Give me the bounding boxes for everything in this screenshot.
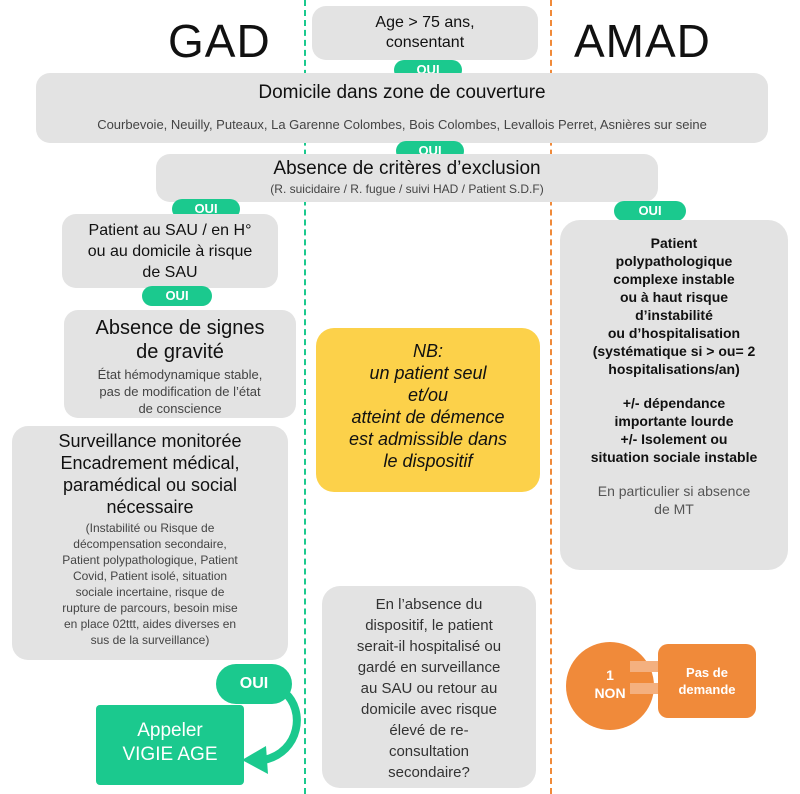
gravite-detail-3: de conscience: [138, 401, 222, 416]
question-line8: consultation: [388, 743, 470, 760]
amad-dependance-line1: +/- dépendance: [622, 395, 726, 411]
question-line4: gardé en surveillance: [357, 659, 501, 676]
patient-sau-box: Patient au SAU / en H° ou au domicile à …: [62, 214, 278, 288]
consent-line: consentant: [385, 34, 465, 51]
nb-box: NB: un patient seul et/ou atteint de dém…: [316, 328, 540, 492]
gravite-detail-2: pas de modification de l’état: [99, 384, 261, 399]
appeler-label: Appeler: [137, 720, 203, 741]
patient-sau-line1: Patient au SAU / en H°: [88, 222, 252, 239]
question-line9: secondaire?: [388, 764, 470, 781]
nb-line2: un patient seul: [369, 363, 487, 383]
amad-patient-line3: complexe instable: [613, 271, 735, 287]
age-line: Age > 75 ans,: [375, 14, 475, 31]
question-box: En l’absence du dispositif, le patient s…: [322, 586, 536, 788]
question-line7: élevé de re-: [389, 722, 469, 739]
gravite-title-line2: de gravité: [136, 341, 224, 363]
gad-title: GAD: [168, 15, 271, 67]
amad-patient-line4: ou à haut risque: [619, 289, 729, 305]
vigie-age-label: VIGIE AGE: [122, 744, 218, 765]
amad-dependance-line2: importante lourde: [614, 413, 734, 429]
non-label: NON: [594, 685, 626, 701]
age-consent-box: Age > 75 ans, consentant: [312, 6, 538, 60]
nb-line5: est admissible dans: [348, 429, 508, 449]
oui-badge-gad-2: OUI: [142, 286, 212, 306]
nb-line1: NB:: [412, 341, 443, 361]
pas-de-demande-box: Pas de demande: [658, 644, 756, 718]
domicile-box: Domicile dans zone de couverture Courbev…: [36, 73, 768, 143]
surveillance-detail-5: sociale incertaine, risque de: [75, 585, 225, 599]
patient-sau-line2: ou au domicile à risque: [87, 243, 253, 260]
amad-patient-line8: hospitalisations/an): [608, 361, 740, 377]
amad-separator-line: [550, 0, 552, 794]
surveillance-title-4: nécessaire: [106, 497, 194, 517]
gravite-detail-1: État hémodynamique stable,: [97, 367, 263, 382]
amad-dependance-line4: situation sociale instable: [590, 449, 758, 465]
appeler-vigie-age-button[interactable]: Appeler VIGIE AGE: [96, 705, 244, 785]
exclusion-box: Absence de critères d’exclusion (R. suic…: [156, 154, 658, 202]
domicile-cities: Courbevoie, Neuilly, Puteaux, La Garenne…: [97, 117, 707, 132]
patient-sau-line3: de SAU: [142, 264, 198, 281]
amad-patient-line2: polypathologique: [615, 253, 733, 269]
oui-badge-amad: OUI: [614, 201, 686, 221]
oui-badge-gad-final: OUI: [216, 664, 292, 704]
surveillance-detail-6: rupture de parcours, besoin mise: [62, 601, 238, 615]
domicile-title: Domicile dans zone de couverture: [258, 82, 546, 103]
amad-particulier-line1: En particulier si absence: [597, 483, 751, 499]
question-line5: au SAU ou retour au: [360, 680, 498, 697]
surveillance-detail-8: sus de la surveillance): [90, 633, 210, 647]
question-line3: serait-il hospitalisé ou: [356, 638, 502, 655]
amad-patient-line6: ou d’hospitalisation: [607, 325, 741, 341]
oui-badge-gad-final-label: OUI: [239, 675, 269, 692]
surveillance-detail-4: Covid, Patient isolé, situation: [72, 569, 228, 583]
surveillance-detail-3: Patient polypathologique, Patient: [62, 553, 238, 567]
amad-patient-line7: (systématique si > ou= 2: [592, 343, 756, 359]
surveillance-title-2: Encadrement médical,: [60, 453, 240, 473]
amad-particulier-line2: de MT: [654, 501, 694, 517]
question-line2: dispositif, le patient: [365, 617, 493, 634]
gravite-title-line1: Absence de signes: [95, 317, 265, 339]
surveillance-detail-2: décompensation secondaire,: [73, 537, 227, 551]
amad-title: AMAD: [574, 15, 711, 67]
question-line1: En l’absence du: [375, 596, 483, 613]
exclusion-detail: (R. suicidaire / R. fugue / suivi HAD / …: [270, 182, 544, 196]
pas-de-demande-line1: Pas de: [686, 665, 728, 680]
nb-line3: et/ou: [407, 385, 449, 405]
amad-patient-line1: Patient: [650, 235, 698, 251]
surveillance-detail-7: en place 02ttt, aides diverses en: [63, 617, 237, 631]
surveillance-title-3: paramédical ou social: [62, 475, 238, 495]
gravite-box: Absence de signes de gravité État hémody…: [64, 310, 296, 418]
surveillance-box: Surveillance monitorée Encadrement médic…: [12, 426, 288, 660]
curved-arrow-icon: [242, 690, 301, 774]
amad-patient-box: Patient polypathologique complexe instab…: [560, 220, 788, 570]
amad-dependance-line3: +/- Isolement ou: [620, 431, 728, 447]
surveillance-detail-1: (Instabilité ou Risque de: [85, 521, 215, 535]
gad-separator-line: [304, 0, 306, 794]
exclusion-title: Absence de critères d’exclusion: [273, 158, 541, 179]
pas-de-demande-line2: demande: [678, 682, 736, 697]
amad-patient-line5: d’instabilité: [635, 307, 713, 323]
surveillance-title-1: Surveillance monitorée: [58, 431, 242, 451]
nb-line6: le dispositif: [383, 451, 473, 471]
non-number: 1: [606, 667, 614, 683]
nb-line4: atteint de démence: [351, 407, 505, 427]
question-line6: domicile avec risque: [361, 701, 497, 718]
